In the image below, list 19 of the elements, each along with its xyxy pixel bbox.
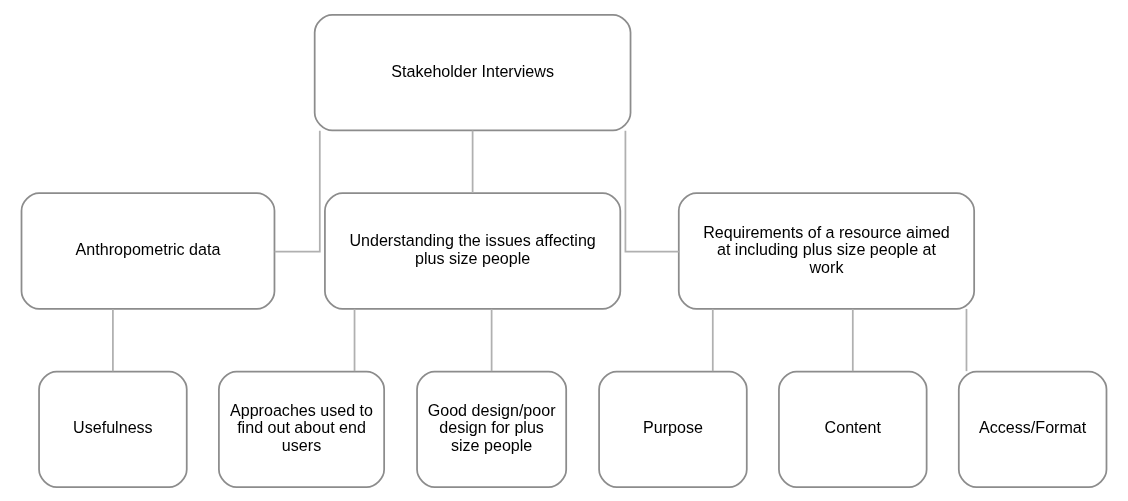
connector — [851, 307, 854, 372]
node-box: Purpose — [598, 370, 748, 488]
node-box: Approaches used to find out about end users — [218, 370, 386, 488]
node-box: Stakeholder Interviews — [313, 13, 632, 131]
connector — [711, 307, 714, 372]
connector — [471, 129, 474, 194]
node-box: Understanding the issues affecting plus size people — [324, 191, 622, 310]
connector — [353, 307, 356, 372]
connector — [490, 307, 493, 372]
node-box: Access/Format — [957, 370, 1108, 488]
node-box: Usefulness — [38, 370, 188, 488]
node-box: Requirements of a resource aimed at including plus size people at work — [677, 191, 976, 310]
node-box: Good design/poor design for plus size people — [416, 370, 568, 488]
connector — [965, 307, 968, 372]
connector — [624, 129, 680, 253]
node-box: Anthropometric data — [20, 191, 276, 310]
connector — [112, 307, 114, 372]
node-box: Content — [778, 370, 928, 488]
connector — [273, 129, 321, 253]
